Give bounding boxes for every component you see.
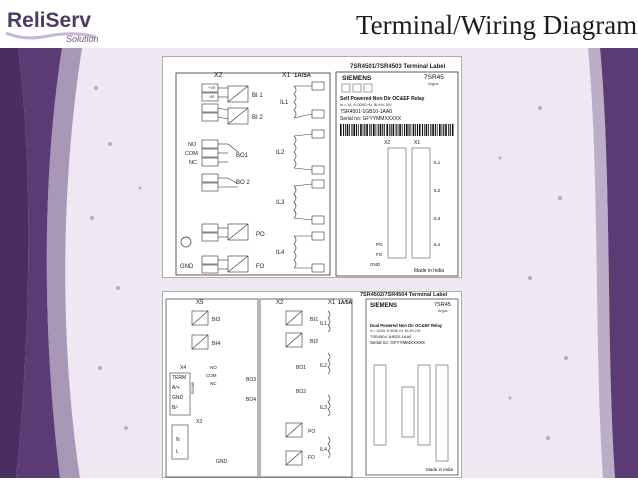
model-sub-label: Argus: [428, 81, 438, 86]
com-label-b: COM: [206, 373, 217, 378]
terminal-label-title-2: 7SR4502/7SR4504 Terminal Label: [360, 292, 448, 298]
il1-label-b: IL1: [320, 321, 327, 327]
relay-description: Self Powered Non Dir OC&EF Relay: [340, 96, 425, 102]
earth-icon: [180, 236, 192, 248]
il2-label: IL2: [276, 150, 285, 156]
x2-label-b: X2: [276, 300, 284, 306]
x5-label: X5: [196, 300, 204, 306]
reliserv-logo: ReliServ Solution: [4, 3, 100, 45]
made-in-label: Made in India: [414, 268, 444, 274]
relay-ratings-b: In = 1A/5A, fn 50/60 Hz, BI=HV-19V: [370, 329, 422, 333]
il2-label-b: IL2: [320, 363, 327, 369]
a-plus-label: A/+: [172, 385, 180, 391]
terminal-block-graphic: [387, 147, 431, 259]
ct-ratio-label: 1A/5A: [294, 73, 312, 79]
model-label-b: 7SR45: [434, 302, 451, 308]
fo-label-b: FO: [308, 455, 315, 461]
bi3-label: BI3: [212, 317, 220, 323]
il4-label: IL4: [276, 250, 285, 256]
minus-ve-label: -VE: [208, 94, 215, 99]
x3-label: X3: [196, 419, 202, 425]
terminal-block-graphic-b: [373, 364, 449, 462]
bottom-wiring-diagram: 7SR4502/7SR4504 Terminal Label X5 X2 X1 …: [162, 291, 462, 478]
label-x2: X2: [384, 140, 390, 146]
bi2-label: BI 2: [252, 115, 263, 121]
nc-label: NC: [189, 160, 197, 166]
made-in-label-b: Made in India: [426, 467, 454, 472]
siemens-brand: SIEMENS: [342, 75, 372, 82]
n-label: N: [176, 437, 180, 443]
svg-text:Solution: Solution: [66, 34, 99, 44]
label-il3: IL3: [434, 216, 441, 221]
relay-description-b: Dual Powered Non Dir OC&EF Relay: [370, 323, 443, 328]
x1-label: X1: [282, 72, 291, 79]
x4-label: X4: [180, 365, 186, 371]
nc-label-b: NC: [210, 381, 217, 386]
order-number: 7SR4501-1GB10-1AA0: [340, 109, 392, 115]
po-label: PO: [256, 232, 265, 238]
bi2-label-b: BI2: [310, 339, 318, 345]
no-label-b: NO: [210, 365, 217, 370]
rs485-label: RS485: [190, 381, 195, 394]
order-number-b: 7SR4504-1HB20-1AA0: [370, 334, 412, 339]
label-il4: IL4: [434, 242, 441, 247]
barcode: [340, 124, 454, 136]
fo-label: FO: [256, 264, 265, 270]
bi1-label-b: BI1: [310, 317, 318, 323]
bo1-label-b: BO1: [296, 365, 306, 371]
top-diagram-drawing: X2 X1 1A/5A BI 1: [162, 56, 462, 278]
gnd-label-b: GND: [216, 459, 228, 465]
bo4-label: BO4: [246, 397, 256, 403]
bo3-label: BO3: [246, 377, 256, 383]
gnd-485-label: GND: [172, 395, 184, 401]
label-po: PO: [376, 242, 383, 247]
il4-label-b: IL4: [320, 447, 327, 453]
serial-number: Serial no: GFYYMMXXXXX: [340, 116, 402, 122]
l-label: L: [176, 449, 179, 455]
siemens-brand-b: SIEMENS: [370, 303, 397, 309]
bo1-label: BO1: [236, 153, 249, 159]
label-il2: IL2: [434, 188, 441, 193]
ct-ratio-b: 1A/5A: [338, 300, 353, 306]
relay-ratings: In = 1A, fn 50/60 Hz, BI=HV-19V: [340, 103, 392, 107]
label-fo: FO: [376, 252, 383, 257]
plus-ve-label: +VE: [208, 85, 216, 90]
certification-icons: [341, 83, 373, 93]
slide-title: Terminal/Wiring Diagram: [356, 10, 638, 40]
terminal-label-title: 7SR4501/7SR4503 Terminal Label: [350, 64, 446, 70]
po-label-b: PO: [308, 429, 315, 435]
bo2-label-b: BO2: [296, 389, 306, 395]
model-label: 7SR45: [424, 74, 444, 81]
gnd-label: GND: [180, 264, 194, 270]
label-il1: IL1: [434, 160, 441, 165]
il3-label-b: IL3: [320, 405, 327, 411]
bo2-label: BO 2: [236, 180, 250, 186]
il3-label: IL3: [276, 200, 285, 206]
label-x1: X1: [414, 140, 420, 146]
top-wiring-diagram: X2 X1 1A/5A BI 1: [162, 56, 462, 278]
bottom-diagram-drawing: 7SR4502/7SR4504 Terminal Label X5 X2 X1 …: [162, 291, 462, 478]
model-sub-b: Argus: [438, 309, 448, 313]
serial-number-b: Serial no: GFYYMMXXXXX: [370, 340, 425, 345]
no-label: NO: [188, 142, 197, 148]
com-label: COM: [185, 151, 198, 157]
label-gnd: GND: [370, 262, 381, 267]
term-label: TERM: [172, 375, 186, 381]
slide-header: ReliServ Solution Terminal/Wiring Diagra…: [0, 0, 638, 48]
il1-label: IL1: [280, 100, 289, 106]
bi4-label: BI4: [212, 341, 220, 347]
svg-text:ReliServ: ReliServ: [7, 9, 91, 32]
b-minus-label: B/-: [172, 405, 179, 411]
x1-label-b: X1: [328, 300, 336, 306]
bi1-label: BI 1: [252, 93, 263, 99]
x2-label: X2: [214, 72, 223, 79]
